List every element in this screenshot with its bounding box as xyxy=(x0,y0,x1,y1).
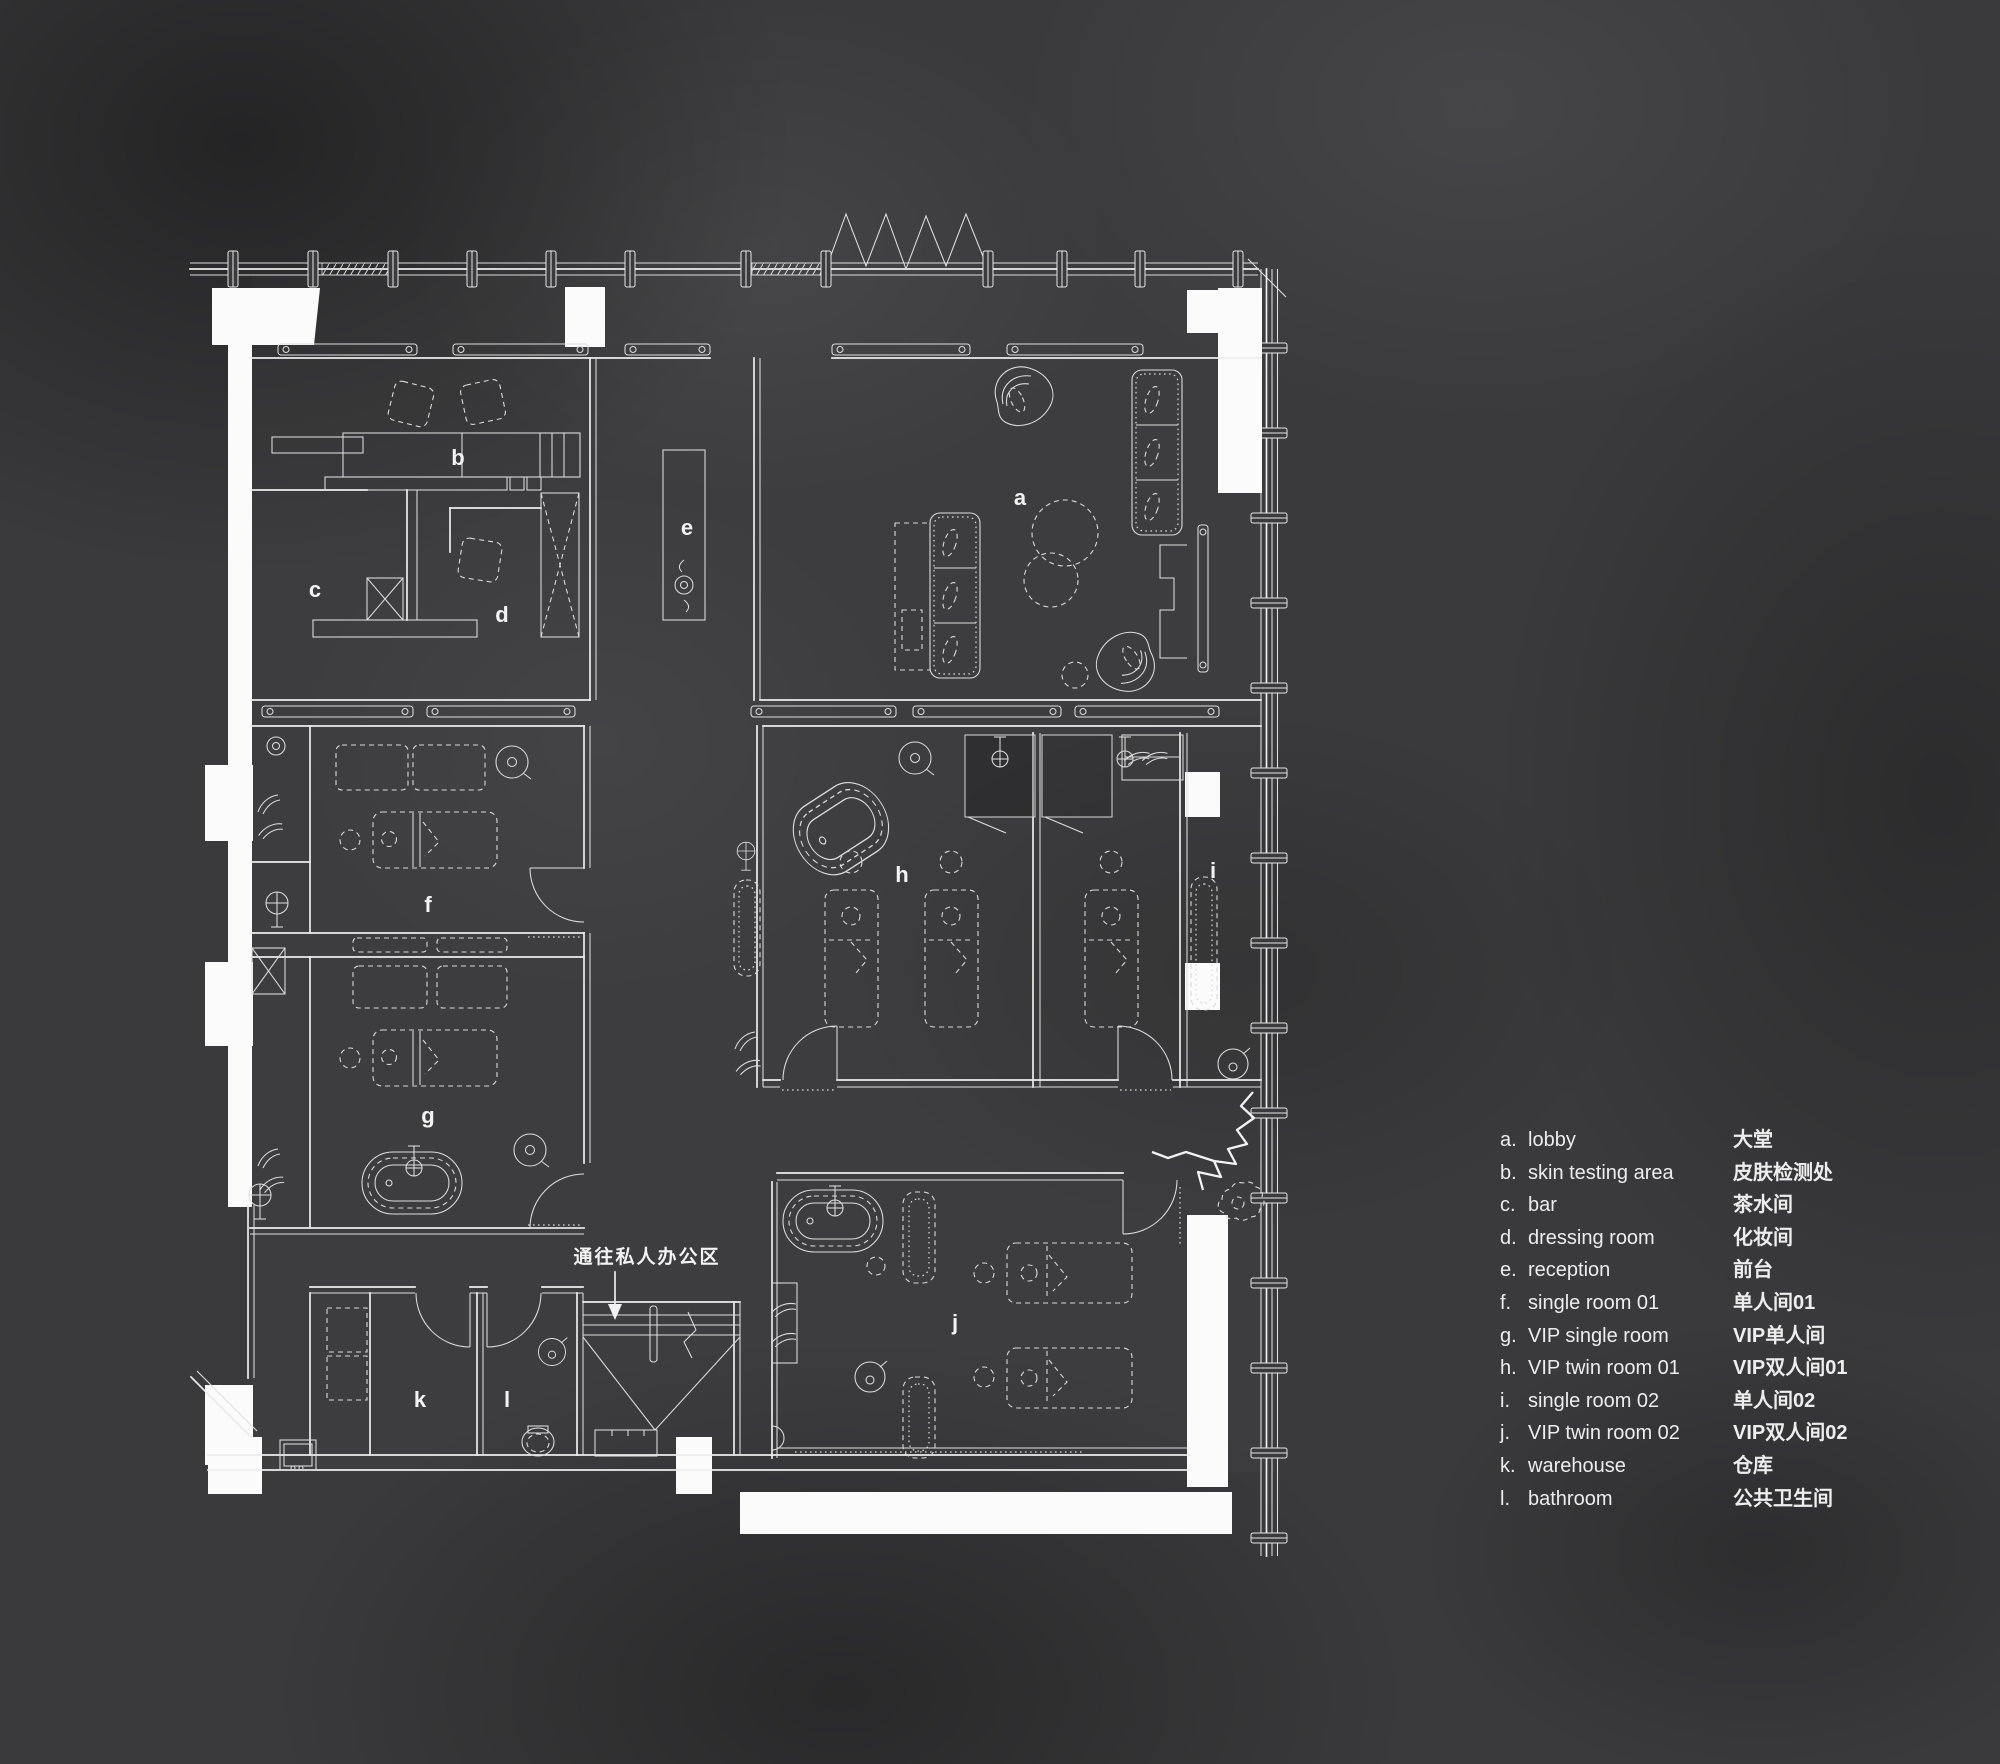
legend-name-zh: 仓库 xyxy=(1733,1454,1773,1477)
room-label-h: h xyxy=(895,862,908,887)
legend-name-en: warehouse xyxy=(1528,1454,1626,1477)
legend-row: f. single room 01 单人间01 xyxy=(1500,1287,1940,1320)
room-label-g: g xyxy=(421,1103,434,1128)
reception-desk xyxy=(662,449,706,621)
legend-name-en: bar xyxy=(1528,1194,1557,1217)
room-k-l-fixtures xyxy=(279,1307,568,1471)
room-label-d: d xyxy=(495,602,508,627)
legend-row: g. VIP single room VIP单人间 xyxy=(1500,1320,1940,1353)
room-a-lobby-furniture xyxy=(894,366,1183,697)
legend-name-zh: VIP单人间 xyxy=(1733,1324,1826,1347)
facade-north xyxy=(189,212,1287,298)
room-label-j: j xyxy=(951,1310,958,1335)
legend-name-zh: VIP双人间01 xyxy=(1733,1357,1848,1380)
legend-name-zh: 大堂 xyxy=(1733,1129,1773,1151)
legend-name-zh: 前台 xyxy=(1733,1259,1773,1282)
room-d-dressing xyxy=(449,492,580,638)
legend-letter: i. xyxy=(1500,1389,1510,1412)
room-g-furniture xyxy=(248,965,550,1220)
legend-name-en: lobby xyxy=(1528,1129,1576,1151)
room-c-bar xyxy=(249,489,478,638)
room-h-furniture xyxy=(779,734,1184,1028)
legend-row: e. reception 前台 xyxy=(1500,1254,1940,1287)
room-i-furniture xyxy=(1190,876,1251,1080)
room-label-f: f xyxy=(424,892,432,917)
legend-letter: l. xyxy=(1500,1487,1510,1510)
legend-row: j. VIP twin room 02 VIP双人间02 xyxy=(1500,1417,1940,1450)
legend-name-zh: 化妆间 xyxy=(1733,1226,1793,1249)
legend-row: b. skin testing area 皮肤检测处 xyxy=(1500,1157,1940,1190)
arrow-down-icon xyxy=(608,1304,622,1320)
partition-walls xyxy=(189,343,1262,1471)
legend-letter: f. xyxy=(1500,1291,1512,1314)
legend-name-en: single room 02 xyxy=(1528,1389,1660,1412)
legend-name-zh: VIP双人间02 xyxy=(1733,1422,1848,1445)
stair-annotation-text: 通往私人办公区 xyxy=(573,1245,720,1268)
room-j-furniture xyxy=(770,1185,1133,1459)
room-f-furniture xyxy=(257,736,532,928)
legend-name-zh: 单人间02 xyxy=(1733,1389,1816,1412)
legend-name-en: VIP twin room 02 xyxy=(1528,1422,1680,1445)
legend-name-en: VIP single room xyxy=(1528,1324,1669,1347)
stair-annotation: 通往私人办公区 xyxy=(573,1245,720,1320)
legend-row: d. dressing room 化妆间 xyxy=(1500,1222,1940,1255)
legend-row: k. warehouse 仓库 xyxy=(1500,1450,1940,1483)
legend-letter: g. xyxy=(1500,1324,1517,1347)
corridor-furniture xyxy=(733,841,763,1080)
legend: a. lobby 大堂 b. skin testing area 皮肤检测处 c. bar… xyxy=(1500,1124,1940,1515)
legend-name-en: dressing room xyxy=(1528,1226,1655,1249)
legend-letter: e. xyxy=(1500,1259,1517,1282)
legend-letter: h. xyxy=(1500,1357,1517,1380)
room-label-e: e xyxy=(681,515,693,540)
legend-letter: b. xyxy=(1500,1161,1517,1184)
room-label-b: b xyxy=(451,445,464,470)
legend-name-en: skin testing area xyxy=(1528,1161,1674,1184)
legend-letter: k. xyxy=(1500,1454,1516,1477)
legend-name-en: VIP twin room 01 xyxy=(1528,1357,1680,1380)
legend-letter: a. xyxy=(1500,1129,1517,1151)
doors xyxy=(415,816,1181,1348)
legend-name-zh: 单人间01 xyxy=(1733,1291,1816,1314)
legend-row: i. single room 02 单人间02 xyxy=(1500,1385,1940,1418)
legend-name-zh: 公共卫生间 xyxy=(1733,1487,1833,1510)
wall-crack xyxy=(1151,1091,1265,1221)
legend-letter: d. xyxy=(1500,1226,1517,1249)
legend-name-zh: 茶水间 xyxy=(1733,1194,1793,1217)
room-label-i: i xyxy=(1210,858,1216,883)
legend-row: h. VIP twin room 01 VIP双人间01 xyxy=(1500,1352,1940,1385)
legend-name-en: single room 01 xyxy=(1528,1291,1660,1314)
room-label-a: a xyxy=(1014,485,1027,510)
room-label-l: l xyxy=(504,1387,510,1412)
legend-row: c. bar 茶水间 xyxy=(1500,1189,1940,1222)
legend-letter: j. xyxy=(1500,1422,1510,1445)
structural-columns xyxy=(205,287,1262,1534)
legend-letter: c. xyxy=(1500,1194,1516,1217)
legend-row: a. lobby 大堂 xyxy=(1500,1124,1940,1157)
legend-row: l. bathroom 公共卫生间 xyxy=(1500,1483,1940,1516)
room-label-c: c xyxy=(309,577,321,602)
legend-name-en: bathroom xyxy=(1528,1487,1613,1510)
legend-name-zh: 皮肤检测处 xyxy=(1733,1161,1833,1184)
room-labels: a b c d e f g h i j k l xyxy=(309,445,1216,1412)
room-label-k: k xyxy=(414,1387,427,1412)
room-b-counter xyxy=(271,379,581,491)
legend-name-en: reception xyxy=(1528,1259,1611,1282)
staircase xyxy=(582,1305,741,1457)
